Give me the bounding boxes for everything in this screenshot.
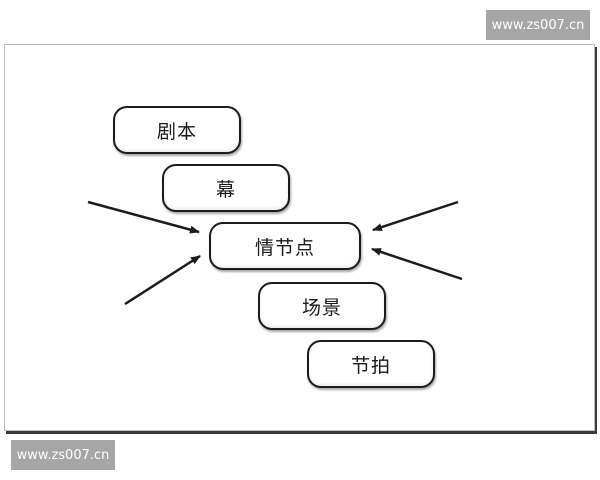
- node-act: 幕: [162, 164, 290, 212]
- node-plot-point: 情节点: [209, 222, 361, 270]
- watermark-bottom-left: www.zs007.cn: [11, 440, 115, 470]
- node-script: 剧本: [113, 106, 241, 154]
- node-beat: 节拍: [307, 340, 435, 388]
- node-scene: 场景: [258, 282, 386, 330]
- watermark-top-right: www.zs007.cn: [486, 10, 590, 40]
